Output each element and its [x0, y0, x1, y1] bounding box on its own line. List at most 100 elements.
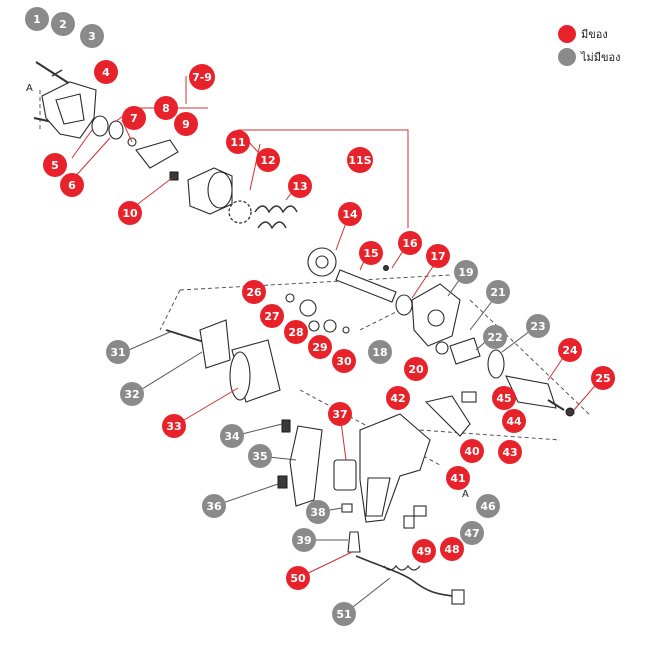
- part-badge-circle: [118, 201, 142, 225]
- part-badge-label: 22: [487, 331, 502, 344]
- part-badge-19[interactable]: 19: [454, 260, 478, 284]
- part-badge-50[interactable]: 50: [286, 566, 310, 590]
- part-badge-label: 31: [110, 346, 125, 359]
- part-badge-28[interactable]: 28: [284, 320, 308, 344]
- part-badge-35[interactable]: 35: [248, 444, 272, 468]
- part-badge-circle: [306, 500, 330, 524]
- part-badge-label: 51: [336, 608, 351, 621]
- part-badge-51[interactable]: 51: [332, 602, 356, 626]
- gear-housing-face-drawing: [55, 93, 85, 125]
- part-badge-20[interactable]: 20: [404, 357, 428, 381]
- part-badge-18[interactable]: 18: [368, 340, 392, 364]
- part-badge-label: 5: [51, 159, 59, 172]
- part-badge-label: 4: [102, 66, 110, 79]
- part-badge-41[interactable]: 41: [446, 466, 470, 490]
- part-badge-circle: [51, 12, 75, 36]
- field-coil-face-drawing: [229, 351, 251, 401]
- nut-10-drawing: [169, 171, 179, 181]
- part-badge-23[interactable]: 23: [526, 314, 550, 338]
- part-badge-label: 40: [464, 445, 480, 458]
- part-badge-1[interactable]: 1: [25, 7, 49, 31]
- part-badge-45[interactable]: 45: [492, 386, 516, 410]
- part-badge-label: 41: [450, 472, 465, 485]
- part-badge-43[interactable]: 43: [498, 440, 522, 464]
- part-badge-14[interactable]: 14: [338, 202, 362, 226]
- gear-27-drawing: [299, 299, 317, 317]
- part-badge-29[interactable]: 29: [308, 335, 332, 359]
- part-badge-36[interactable]: 36: [202, 494, 226, 518]
- part-badge-6[interactable]: 6: [60, 173, 84, 197]
- part-badge-7[interactable]: 7: [122, 106, 146, 130]
- part-badge-22[interactable]: 22: [483, 325, 507, 349]
- part-badge-13[interactable]: 13: [288, 174, 312, 198]
- part-badge-47[interactable]: 47: [460, 521, 484, 545]
- part-badge-11S[interactable]: 11S: [347, 147, 373, 173]
- part-badge-label: 49: [416, 545, 431, 558]
- part-badge-label: 29: [312, 341, 327, 354]
- part-badge-8[interactable]: 8: [154, 96, 178, 120]
- part-badge-label: 20: [408, 363, 424, 376]
- ring-6-drawing: [108, 120, 124, 140]
- legend-available-label: มีของ: [581, 28, 608, 41]
- part-badge-circle: [106, 340, 130, 364]
- part-badge-25[interactable]: 25: [591, 366, 615, 390]
- part-drawings: [33, 61, 575, 605]
- ring-29-drawing: [323, 319, 337, 333]
- part-badge-2[interactable]: 2: [51, 12, 75, 36]
- part-badge-11[interactable]: 11: [226, 130, 250, 154]
- part-badge-40[interactable]: 40: [460, 439, 484, 463]
- plate-hub-drawing: [427, 309, 445, 327]
- part-badge-31[interactable]: 31: [106, 340, 130, 364]
- part-badge-label: 26: [246, 286, 262, 299]
- brush-card-45-drawing: [461, 391, 477, 403]
- part-badge-circle: [359, 241, 383, 265]
- part-badge-46[interactable]: 46: [476, 494, 500, 518]
- part-badge-34[interactable]: 34: [220, 424, 244, 448]
- washer-26-drawing: [285, 293, 295, 303]
- part-badge-7-9[interactable]: 7-9: [189, 64, 215, 90]
- part-badge-label: 42: [390, 392, 405, 405]
- legend-available-dot: [558, 25, 576, 43]
- gear-14-hub-drawing: [315, 255, 329, 269]
- screw-1-drawing: [35, 61, 71, 85]
- part-badge-33[interactable]: 33: [162, 414, 186, 438]
- part-badge-circle: [260, 304, 284, 328]
- clamp-47-drawing: [413, 505, 427, 517]
- part-badge-30[interactable]: 30: [332, 349, 356, 373]
- part-badge-39[interactable]: 39: [292, 528, 316, 552]
- part-badge-4[interactable]: 4: [94, 60, 118, 84]
- part-badge-9[interactable]: 9: [174, 112, 198, 136]
- clutch-face-drawing: [207, 171, 233, 209]
- part-badge-24[interactable]: 24: [558, 338, 582, 362]
- part-badge-circle: [440, 537, 464, 561]
- part-badge-44[interactable]: 44: [502, 409, 526, 433]
- part-badge-42[interactable]: 42: [386, 386, 410, 410]
- part-badge-circle: [43, 153, 67, 177]
- part-badge-37[interactable]: 37: [328, 402, 352, 426]
- part-badge-21[interactable]: 21: [486, 280, 510, 304]
- legend: มีของ ไม่มีของ: [558, 25, 621, 66]
- part-badge-32[interactable]: 32: [120, 382, 144, 406]
- part-badge-16[interactable]: 16: [398, 231, 422, 255]
- part-badge-26[interactable]: 26: [242, 280, 266, 304]
- part-badge-15[interactable]: 15: [359, 241, 383, 265]
- part-badge-17[interactable]: 17: [426, 244, 450, 268]
- part-badge-circle: [498, 440, 522, 464]
- part-badge-12[interactable]: 12: [256, 148, 280, 172]
- brush-holder-drawing: [449, 337, 481, 365]
- part-badge-27[interactable]: 27: [260, 304, 284, 328]
- part-badge-49[interactable]: 49: [412, 539, 436, 563]
- part-badge-48[interactable]: 48: [440, 537, 464, 561]
- part-badge-label: 35: [252, 450, 267, 463]
- part-badge-38[interactable]: 38: [306, 500, 330, 524]
- spindle-drawing: [135, 139, 179, 169]
- part-badge-label: 43: [502, 446, 517, 459]
- part-badge-3[interactable]: 3: [80, 24, 104, 48]
- part-badge-circle: [404, 357, 428, 381]
- part-badge-5[interactable]: 5: [43, 153, 67, 177]
- part-badge-label: 11S: [348, 154, 371, 167]
- part-badge-10[interactable]: 10: [118, 201, 142, 225]
- part-badge-label: 48: [444, 543, 459, 556]
- bearing-25-drawing: [565, 407, 575, 417]
